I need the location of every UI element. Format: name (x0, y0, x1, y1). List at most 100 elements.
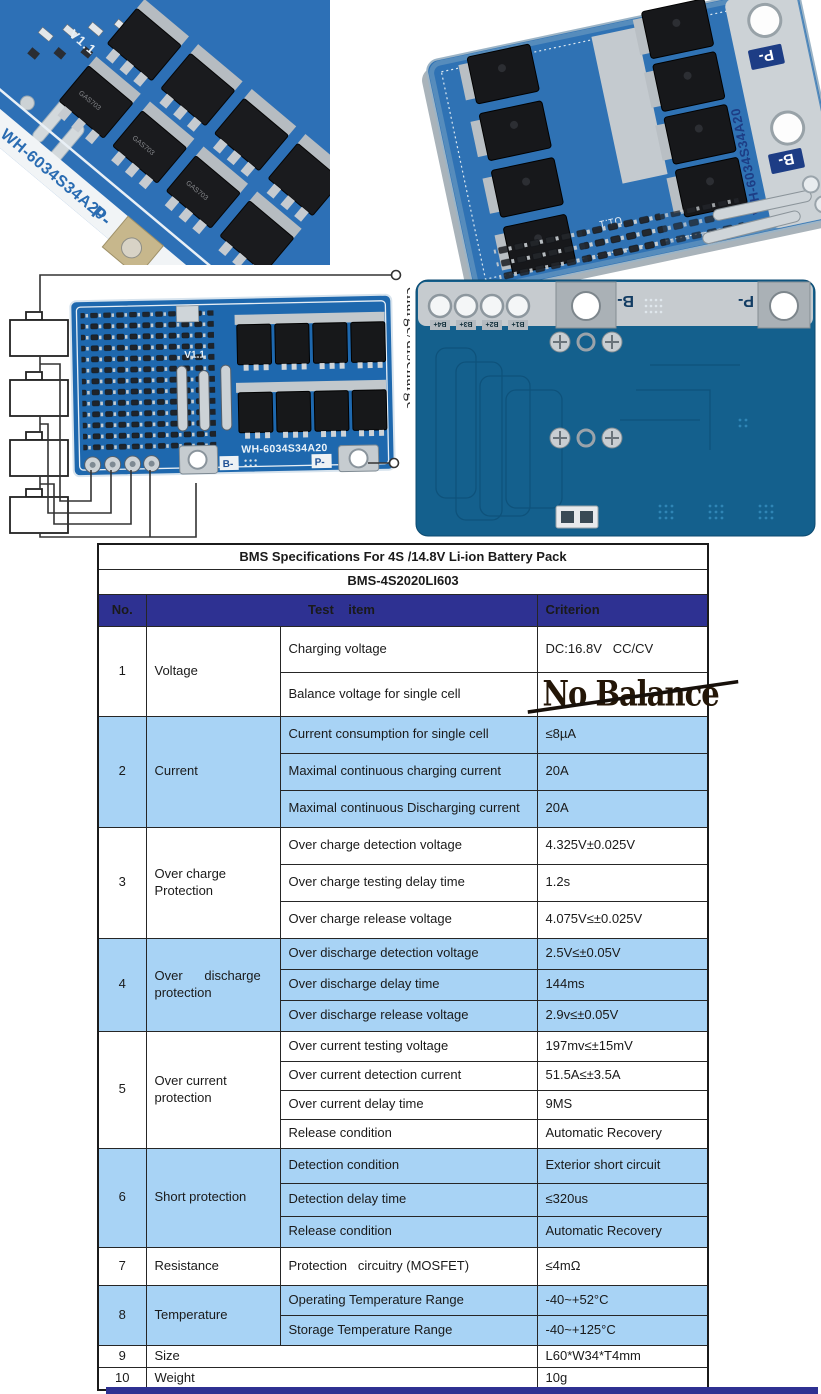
discharge-terminal (388, 457, 400, 469)
criterion-cell: 10g (536, 1366, 709, 1391)
smd-field (581, 197, 746, 267)
row-no: 3 (97, 826, 147, 939)
row-category: Resistance (145, 1246, 281, 1286)
row-category: Weight (145, 1366, 538, 1391)
terminal-hole-p (747, 2, 783, 38)
copper-traces (435, 347, 740, 521)
test-item-cell: Protection circuitry (MOSFET) (279, 1246, 538, 1286)
solder-pad (814, 195, 821, 214)
photo-bms-board-front-tilted: V1.1 GAS703 GAS703 GAS703 WH-6034S34A20 … (0, 0, 330, 265)
test-item-cell: Over current testing voltage (279, 1030, 538, 1062)
criterion-cell: -40~+52°C (536, 1284, 709, 1316)
row-no: 6 (97, 1147, 147, 1248)
via-dots (644, 298, 663, 314)
bottom-accent-bar (106, 1387, 818, 1394)
criterion-cell: DC:16.8V CC/CV (536, 625, 709, 673)
test-item-cell: Over current delay time (279, 1089, 538, 1120)
spec-table: BMS Specifications For 4S /14.8V Li-ion … (97, 543, 720, 1391)
criterion-cell: 9MS (536, 1089, 709, 1120)
pad-hole (121, 237, 143, 259)
silkscreen-model-label: WH-6034S34A20 (241, 442, 327, 456)
criterion-cell: 197mv≤±15mV (536, 1030, 709, 1062)
test-item-cell: Charging voltage (279, 625, 538, 673)
photo-bms-board-back-flat: B4+ B3+ B2+ B1+ B- P- (415, 279, 816, 537)
solder-pad (801, 175, 820, 194)
wiring-lines (39, 274, 392, 538)
pad-label-box (768, 148, 805, 174)
screws (549, 331, 623, 449)
cell-balance-pads (84, 455, 161, 474)
header-test-item: Test item (145, 593, 538, 627)
row-no: 9 (97, 1344, 147, 1368)
row-category: Over charge Protection (145, 826, 281, 939)
criterion-cell: 20A (536, 752, 709, 791)
pcb-board-back (415, 279, 816, 537)
charge-terminal (390, 269, 402, 281)
test-item-cell: Over charge detection voltage (279, 826, 538, 865)
silkscreen-stripe (0, 28, 330, 265)
row-no: 2 (97, 715, 147, 828)
criterion-cell: 144ms (536, 968, 709, 1001)
test-item-cell: Storage Temperature Range (279, 1314, 538, 1346)
pad-label-b1: B1+ (511, 320, 524, 327)
pad-label-b-minus: B- (777, 150, 796, 170)
criterion-cell: ≤320us (536, 1182, 709, 1217)
row-category: Size (145, 1344, 538, 1368)
terminal-region (725, 0, 821, 228)
pad-label-box (748, 43, 785, 70)
pad-label-b3: B3+ (459, 320, 472, 327)
criterion-cell: L60*W34*T4mm (536, 1344, 709, 1368)
test-item-cell: Over charge release voltage (279, 900, 538, 939)
row-category: Over current protection (145, 1030, 281, 1149)
battery-cells (9, 311, 69, 534)
pad-label-p-minus: P- (757, 46, 775, 66)
test-item-cell: Over discharge delay time (279, 968, 538, 1001)
row-no: 5 (97, 1030, 147, 1149)
criterion-cell: -40~+125°C (536, 1314, 709, 1346)
criterion-cell: ≤8µA (536, 715, 709, 754)
criterion-cell: ≤4mΩ (536, 1246, 709, 1286)
test-item-cell: Detection delay time (279, 1182, 538, 1217)
via-clusters (658, 418, 774, 520)
pad-label-b4: B4+ (433, 320, 446, 327)
test-item-cell: Maximal continuous charging current (279, 752, 538, 791)
row-no: 10 (97, 1366, 147, 1391)
jumper-wire (712, 190, 812, 221)
test-item-cell: Current consumption for single cell (279, 715, 538, 754)
criterion-cell: 2.5V≤±0.05V (536, 937, 709, 970)
table-title: BMS Specifications For 4S /14.8V Li-ion … (97, 543, 709, 570)
via-dots (244, 459, 257, 467)
row-no: 8 (97, 1284, 147, 1346)
row-category: Short protection (145, 1147, 281, 1248)
no-balance-stamp: No Balance (542, 673, 720, 714)
wiring-diagram: V1.1 B- WH-6034S34A20 P- (9, 269, 410, 538)
criterion-cell: 20A (536, 789, 709, 828)
row-category: Current (145, 715, 281, 828)
test-item-cell: Over discharge release voltage (279, 999, 538, 1032)
criterion-cell: 4.325V±0.025V (536, 826, 709, 865)
criterion-cell: 1.2s (536, 863, 709, 902)
criterion-cell: 4.075V≤±0.025V (536, 900, 709, 939)
criterion-cell: Automatic Recovery (536, 1215, 709, 1248)
test-item-cell: Operating Temperature Range (279, 1284, 538, 1316)
row-category: Voltage (145, 625, 281, 717)
cell-connection-pads: B4+ B3+ B2+ B1+ (427, 293, 531, 330)
row-no: 1 (97, 625, 147, 717)
pad-label-box (311, 453, 332, 469)
pad-label-b-minus: B- (617, 292, 634, 309)
test-item-cell: Over discharge detection voltage (279, 937, 538, 970)
test-item-cell: Over charge testing delay time (279, 863, 538, 902)
silkscreen-line (0, 16, 330, 265)
table-model: BMS-4S2020LI603 (97, 568, 709, 595)
mosfet-row (237, 389, 388, 434)
pad-label-b-minus: B- (223, 459, 234, 470)
criterion-cell: No Balance (536, 671, 720, 717)
row-category: Over discharge protection (145, 937, 281, 1032)
test-item-cell: Over current detection current (279, 1060, 538, 1091)
test-item-cell: Detection condition (279, 1147, 538, 1184)
criterion-cell: Exterior short circuit (536, 1147, 709, 1184)
test-item-cell: Maximal continuous Discharging current (279, 789, 538, 828)
silkscreen-version-label: V1.1 (184, 350, 205, 361)
charge-discharge-caption: charge/discharge (403, 287, 410, 410)
pad-label-p-minus: P- (738, 292, 754, 309)
